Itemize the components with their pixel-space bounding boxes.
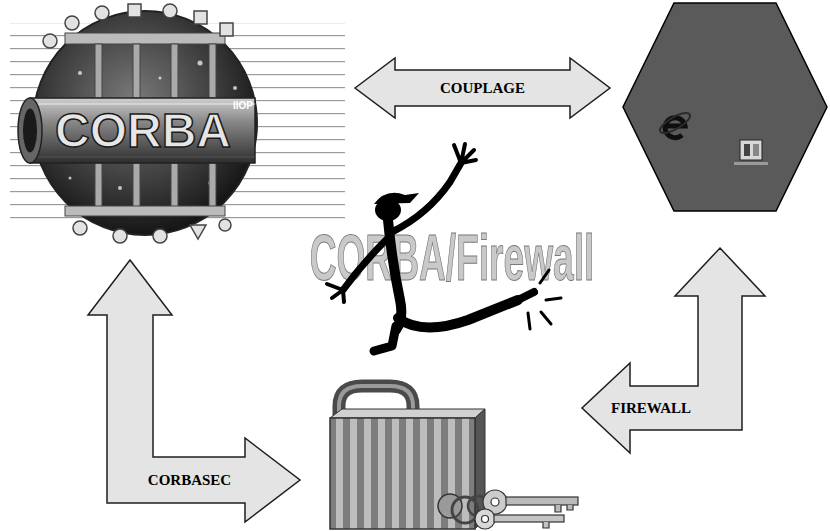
logo-superscript: IIOP [233,101,253,111]
arrow-label: FIREWALL [611,401,691,416]
block-arrow [88,260,300,522]
corba-logo-graphic [10,4,345,243]
figure-cap [374,193,419,204]
figure-hand [454,144,476,163]
browser-hexagon-graphic [623,3,827,211]
arrow-label: CORBASEC [148,473,231,488]
browser-hexagon-outline [622,2,828,212]
corba-logo: CORBAIIOP [10,3,345,248]
padlock-outline [315,378,590,531]
block-arrow [582,248,765,453]
arrow-label: COUPLAGE [440,81,525,96]
figure-leg [398,300,518,328]
padlock-graphic [330,386,578,529]
padlock [315,378,590,531]
figure-hand [327,284,344,302]
block-arrow [355,58,610,118]
logo-word: CORBA [55,107,231,155]
figure-leg [374,326,396,351]
figure-foot [518,292,534,300]
browser-hexagon [622,2,828,212]
